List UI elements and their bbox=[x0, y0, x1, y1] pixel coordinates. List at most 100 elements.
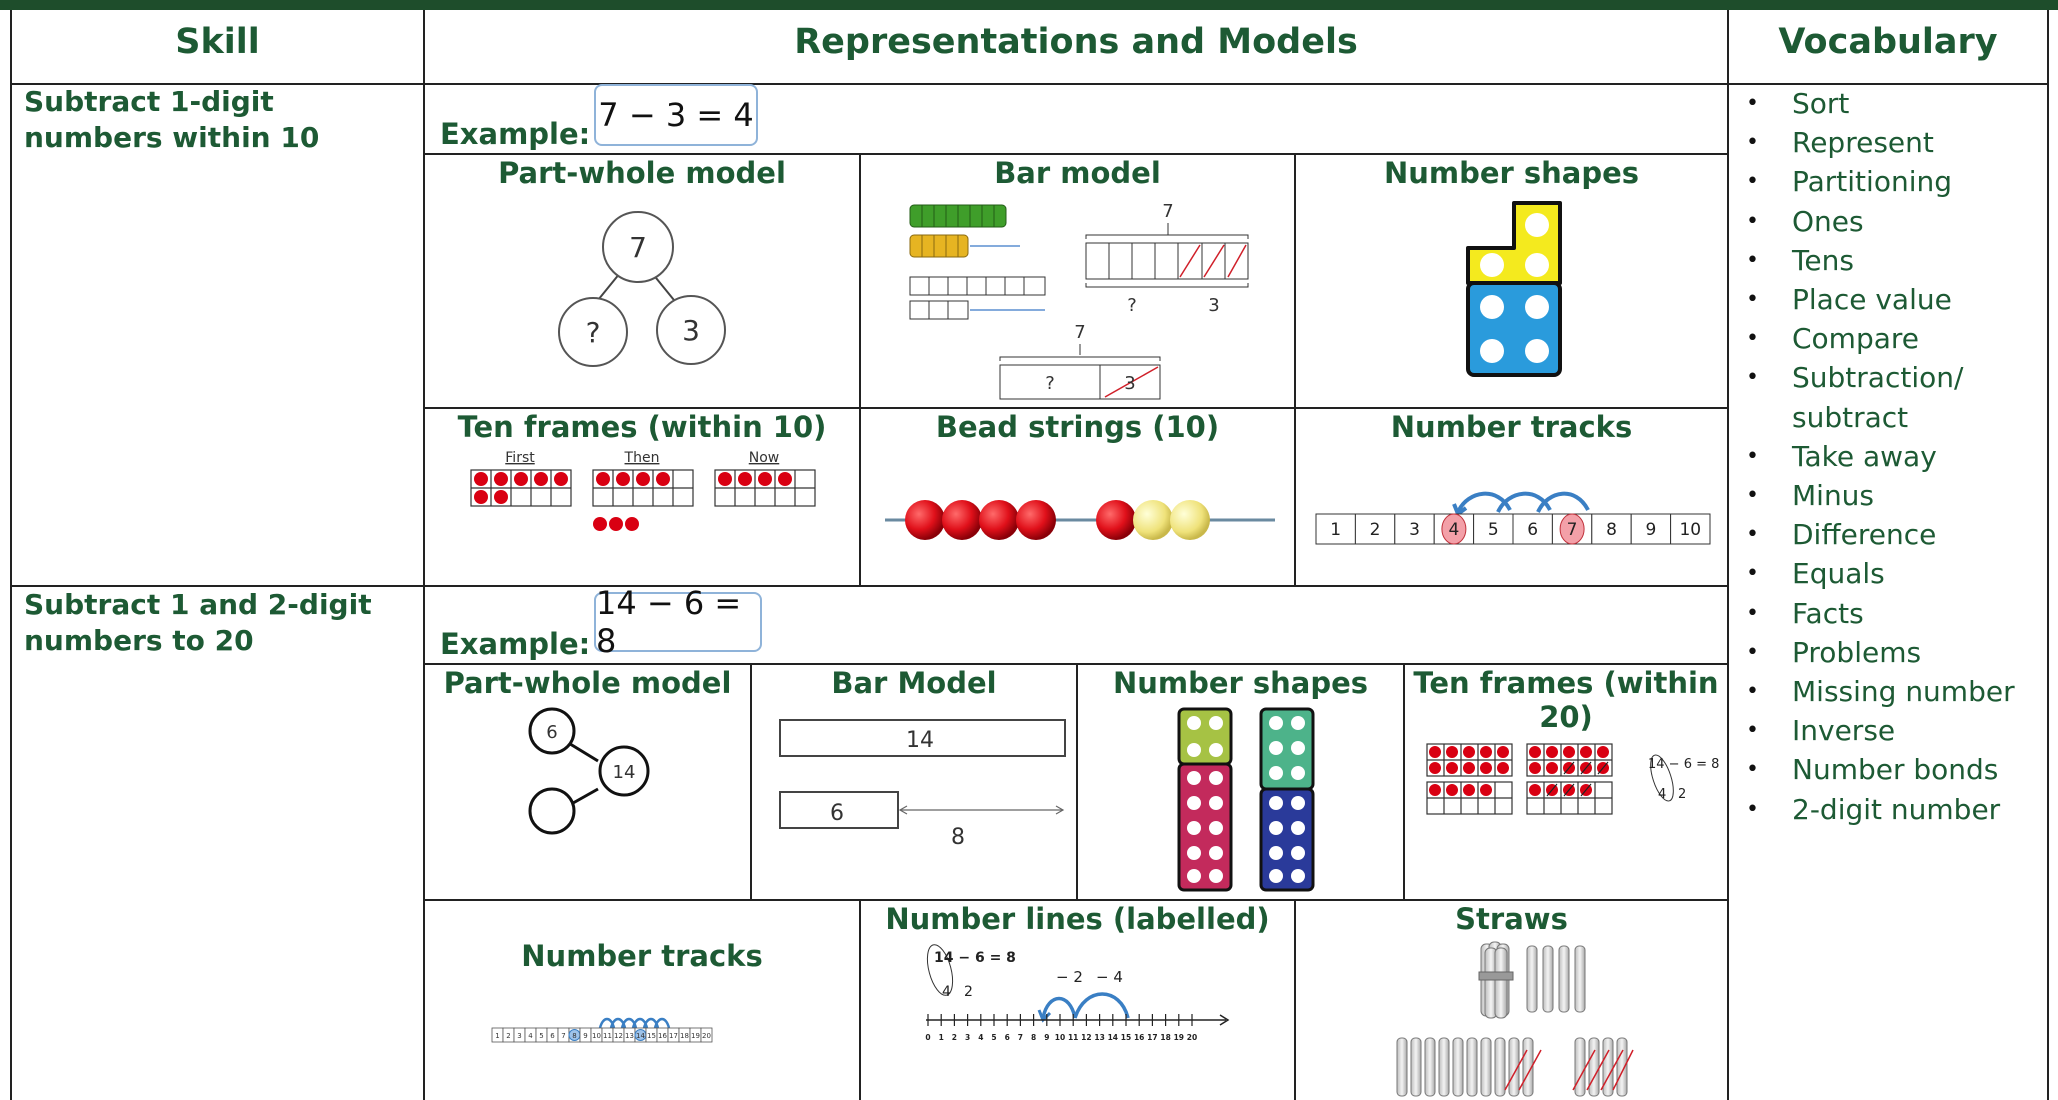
vocab-word: Represent bbox=[1792, 126, 1934, 160]
track2-cell-label: 14 bbox=[636, 1032, 645, 1040]
numline-tick-label: 9 bbox=[1044, 1033, 1049, 1042]
vocab-item: •Difference bbox=[1728, 515, 2048, 554]
title-straws: Straws bbox=[1455, 902, 1568, 936]
numline-tick-label: 16 bbox=[1134, 1033, 1144, 1042]
example-label: Example: bbox=[440, 117, 591, 151]
ten-frame-label-then: Then bbox=[624, 450, 660, 466]
vocabulary-list: •Sort•Represent•Partitioning•Ones•Tens•P… bbox=[1728, 84, 2048, 829]
vocab-item: •Facts bbox=[1728, 594, 2048, 633]
track2-cell-label: 11 bbox=[603, 1032, 612, 1040]
track2-cell-label: 4 bbox=[528, 1032, 533, 1040]
bead-string-diagram bbox=[885, 500, 1275, 540]
bullet-icon: • bbox=[1746, 718, 1759, 744]
skill-subtract-2-digit: Subtract 1 and 2-digit numbers to 20 bbox=[24, 588, 372, 657]
numline-tick-label: 20 bbox=[1187, 1033, 1197, 1042]
part-whole-2-whole: 14 bbox=[613, 762, 636, 783]
example-equation: 7 − 3 = 4 bbox=[594, 84, 758, 146]
bar-top-total: 7 bbox=[1162, 201, 1173, 222]
track-cell-label: 9 bbox=[1645, 520, 1656, 540]
track-cell bbox=[1512, 513, 1553, 545]
numline-split-b: 2 bbox=[964, 984, 973, 1000]
vocab-word: Tens bbox=[1792, 243, 1854, 277]
track-cell-label: 1 bbox=[1330, 520, 1341, 540]
vocab-item: •Tens bbox=[1728, 241, 2048, 280]
track-cell bbox=[1315, 513, 1356, 545]
track2-cell-label: 8 bbox=[572, 1032, 576, 1040]
track-cell-highlight bbox=[1441, 513, 1467, 545]
numline-tick-label: 6 bbox=[1005, 1033, 1010, 1042]
numline-tick-label: 3 bbox=[965, 1033, 970, 1042]
track2-cell-label: 15 bbox=[647, 1032, 656, 1040]
bullet-icon: • bbox=[1746, 91, 1759, 116]
track-cell bbox=[1591, 513, 1632, 545]
part-whole-2-part: 6 bbox=[546, 722, 557, 743]
single-straws-bottom bbox=[1396, 1037, 1628, 1097]
bullet-icon: • bbox=[1746, 679, 1759, 705]
track2-cell-label: 18 bbox=[680, 1032, 689, 1040]
track-cell-label: 8 bbox=[1606, 520, 1617, 540]
title-number-tracks: Number tracks bbox=[1390, 410, 1633, 444]
vocab-word: Missing number bbox=[1792, 675, 2015, 709]
part-whole-diagram-2: 6 14 bbox=[528, 707, 650, 835]
title-number-shapes-2: Number shapes bbox=[1112, 666, 1369, 700]
example-label-2: Example: bbox=[440, 627, 591, 661]
vocab-word: Place value bbox=[1792, 283, 1952, 317]
vocab-item: • Subtraction/ subtract bbox=[1728, 358, 2048, 436]
title-bar-model-2: Bar Model bbox=[831, 666, 997, 700]
bar-bottom-part-a: ? bbox=[1045, 373, 1055, 394]
track2-cell-label: 7 bbox=[561, 1032, 565, 1040]
numline-equation: 14 − 6 = 8 bbox=[934, 950, 1016, 966]
vocab-item: • Sort bbox=[1728, 84, 2048, 123]
vocab-item: •Equals bbox=[1728, 554, 2048, 593]
title-ten-frames-2-line2: 20) bbox=[1539, 700, 1593, 734]
title-ten-frames: Ten frames (within 10) bbox=[457, 410, 827, 444]
vocab-item: •Place value bbox=[1728, 280, 2048, 319]
numline-tick-label: 14 bbox=[1108, 1033, 1118, 1042]
bullet-icon: • bbox=[1746, 561, 1759, 587]
bullet-icon: • bbox=[1746, 443, 1759, 469]
track2-cell-label: 17 bbox=[669, 1032, 678, 1040]
numline-tick-label: 4 bbox=[978, 1033, 983, 1042]
vocab-item: •Inverse bbox=[1728, 711, 2048, 750]
part-whole-part-a: ? bbox=[586, 316, 601, 349]
ten-frame-label-now: Now bbox=[749, 450, 780, 466]
bullet-icon: • bbox=[1746, 365, 1759, 391]
vocab-item: •Compare bbox=[1728, 319, 2048, 358]
numline-tick-label: 15 bbox=[1121, 1033, 1131, 1042]
numline-tick-label: 0 bbox=[925, 1033, 930, 1042]
bullet-icon: • bbox=[1746, 796, 1759, 822]
bar-bottom-total: 7 bbox=[1074, 322, 1085, 343]
bar-top-part-b: 3 bbox=[1208, 295, 1219, 316]
track2-cell-label: 10 bbox=[592, 1032, 601, 1040]
ten-frames-diagram: First Then Now bbox=[470, 450, 816, 531]
bullet-icon: • bbox=[1746, 169, 1759, 195]
track-cell-highlight bbox=[1559, 513, 1585, 545]
cube-train-yellow bbox=[909, 234, 1020, 258]
bar2-part: 6 bbox=[830, 801, 844, 826]
track2-cell-label: 2 bbox=[506, 1032, 510, 1040]
vocab-item: • Take away bbox=[1728, 437, 2048, 476]
vocab-word: Number bonds bbox=[1792, 753, 1999, 787]
straws-diagram bbox=[1396, 941, 1634, 1097]
top-banner bbox=[0, 0, 2058, 10]
track-cell-label: 10 bbox=[1679, 520, 1701, 540]
skill-subtract-1-digit: Subtract 1-digit numbers within 10 bbox=[24, 85, 320, 154]
track-cell-label: 4 bbox=[1448, 520, 1459, 540]
title-number-shapes: Number shapes bbox=[1383, 156, 1640, 190]
bullet-icon: • bbox=[1746, 600, 1759, 626]
ten-frames-2-equation: 14 − 6 = 8 bbox=[1648, 757, 1719, 772]
vocab-word: Take away bbox=[1792, 439, 1937, 473]
vocab-item: •Ones bbox=[1728, 202, 2048, 241]
straw-bundle bbox=[1478, 941, 1514, 1019]
numline-tick-label: 1 bbox=[939, 1033, 944, 1042]
track-cell-label: 2 bbox=[1370, 520, 1381, 540]
track-cell bbox=[1354, 513, 1396, 545]
vocab-word: Sort bbox=[1792, 87, 1850, 120]
vocab-word: Subtraction/ subtract bbox=[1792, 361, 1964, 434]
title-bar-model: Bar model bbox=[994, 156, 1161, 190]
numline-tick-label: 2 bbox=[952, 1033, 957, 1042]
title-number-tracks-2: Number tracks bbox=[521, 939, 763, 973]
vocab-word: Partitioning bbox=[1792, 165, 1952, 199]
